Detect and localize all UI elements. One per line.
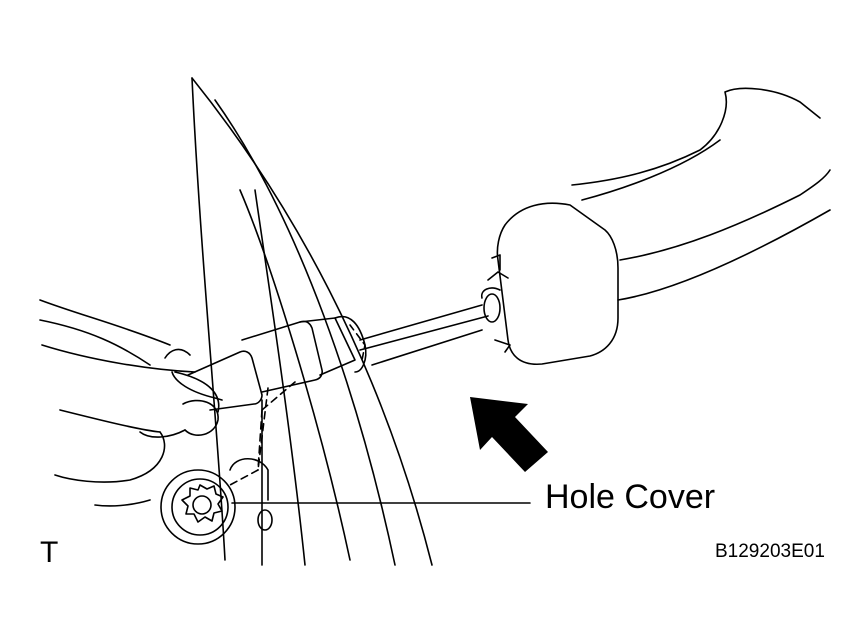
corner-mark: T: [40, 536, 59, 569]
hand-icon: [39, 299, 223, 507]
figure-code: B129203E01: [715, 541, 825, 562]
pillar-panel-lines: [191, 77, 433, 566]
screwdriver-icon: [187, 304, 489, 486]
hole-cover-label: Hole Cover: [545, 478, 716, 516]
bold-arrow-icon: [470, 397, 548, 472]
hole-cover-icon: [160, 469, 236, 545]
assist-grip-icon: [480, 87, 831, 365]
